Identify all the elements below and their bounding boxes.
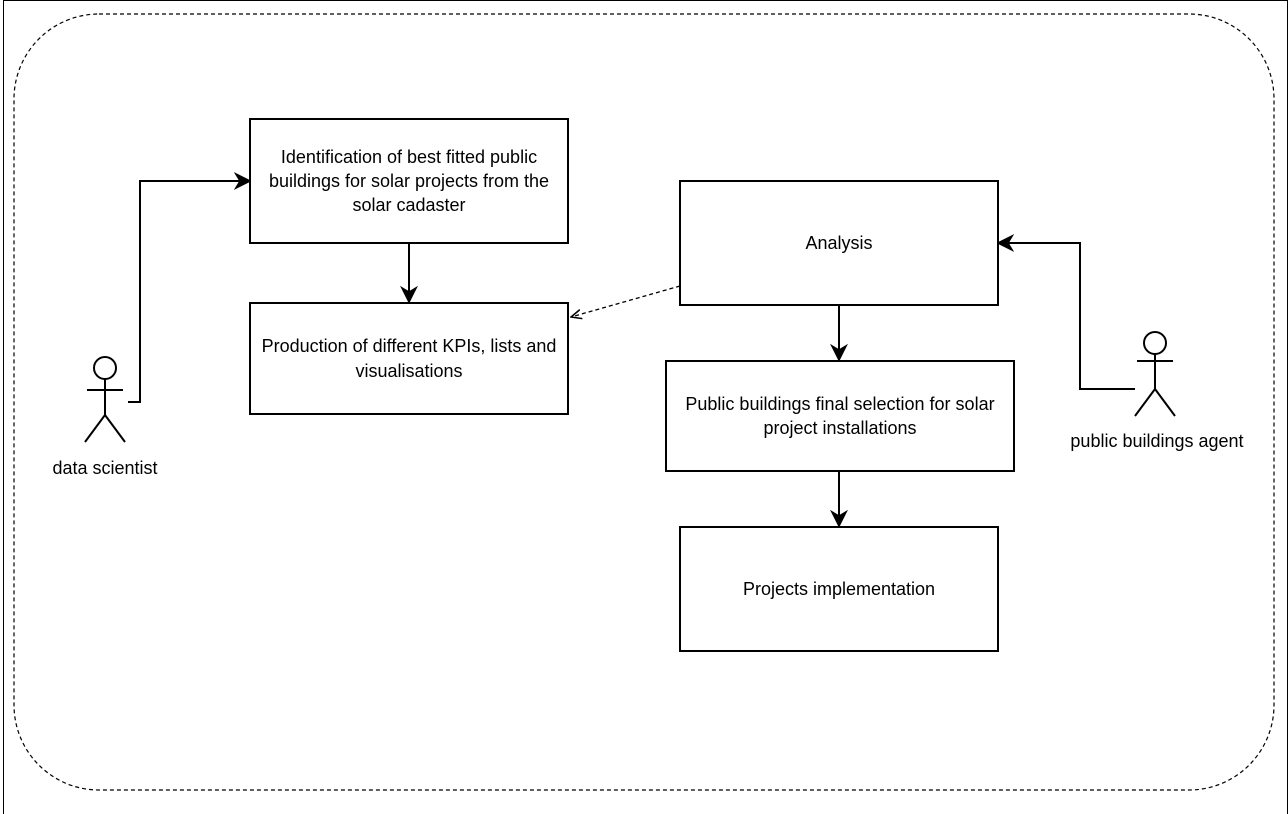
actor-label-data-scientist: data scientist xyxy=(52,458,158,478)
edge-agent-to-analysis xyxy=(996,234,1135,390)
node-selection: Public buildings final selection for sol… xyxy=(665,360,1015,472)
node-production-label: Production of different KPIs, lists and … xyxy=(261,336,557,381)
edge-data-scientist-to-identification xyxy=(128,172,252,403)
node-analysis-label: Analysis xyxy=(805,232,873,253)
data-scientist-actor-icon xyxy=(84,356,126,443)
node-analysis: Analysis xyxy=(679,180,999,306)
edge-analysis-to-production xyxy=(571,285,681,317)
node-identification: Identification of best fitted public bui… xyxy=(249,118,569,244)
container-boundary xyxy=(13,13,1275,791)
node-selection-label: Public buildings final selection for sol… xyxy=(685,393,995,438)
node-production: Production of different KPIs, lists and … xyxy=(249,302,569,415)
public-buildings-agent-actor-icon xyxy=(1134,331,1176,417)
node-implementation: Projects implementation xyxy=(679,526,999,652)
node-implementation-label: Projects implementation xyxy=(742,578,936,599)
actor-label-public-buildings-agent: public buildings agent xyxy=(1070,431,1244,451)
node-identification-label: Identification of best fitted public bui… xyxy=(268,146,550,216)
